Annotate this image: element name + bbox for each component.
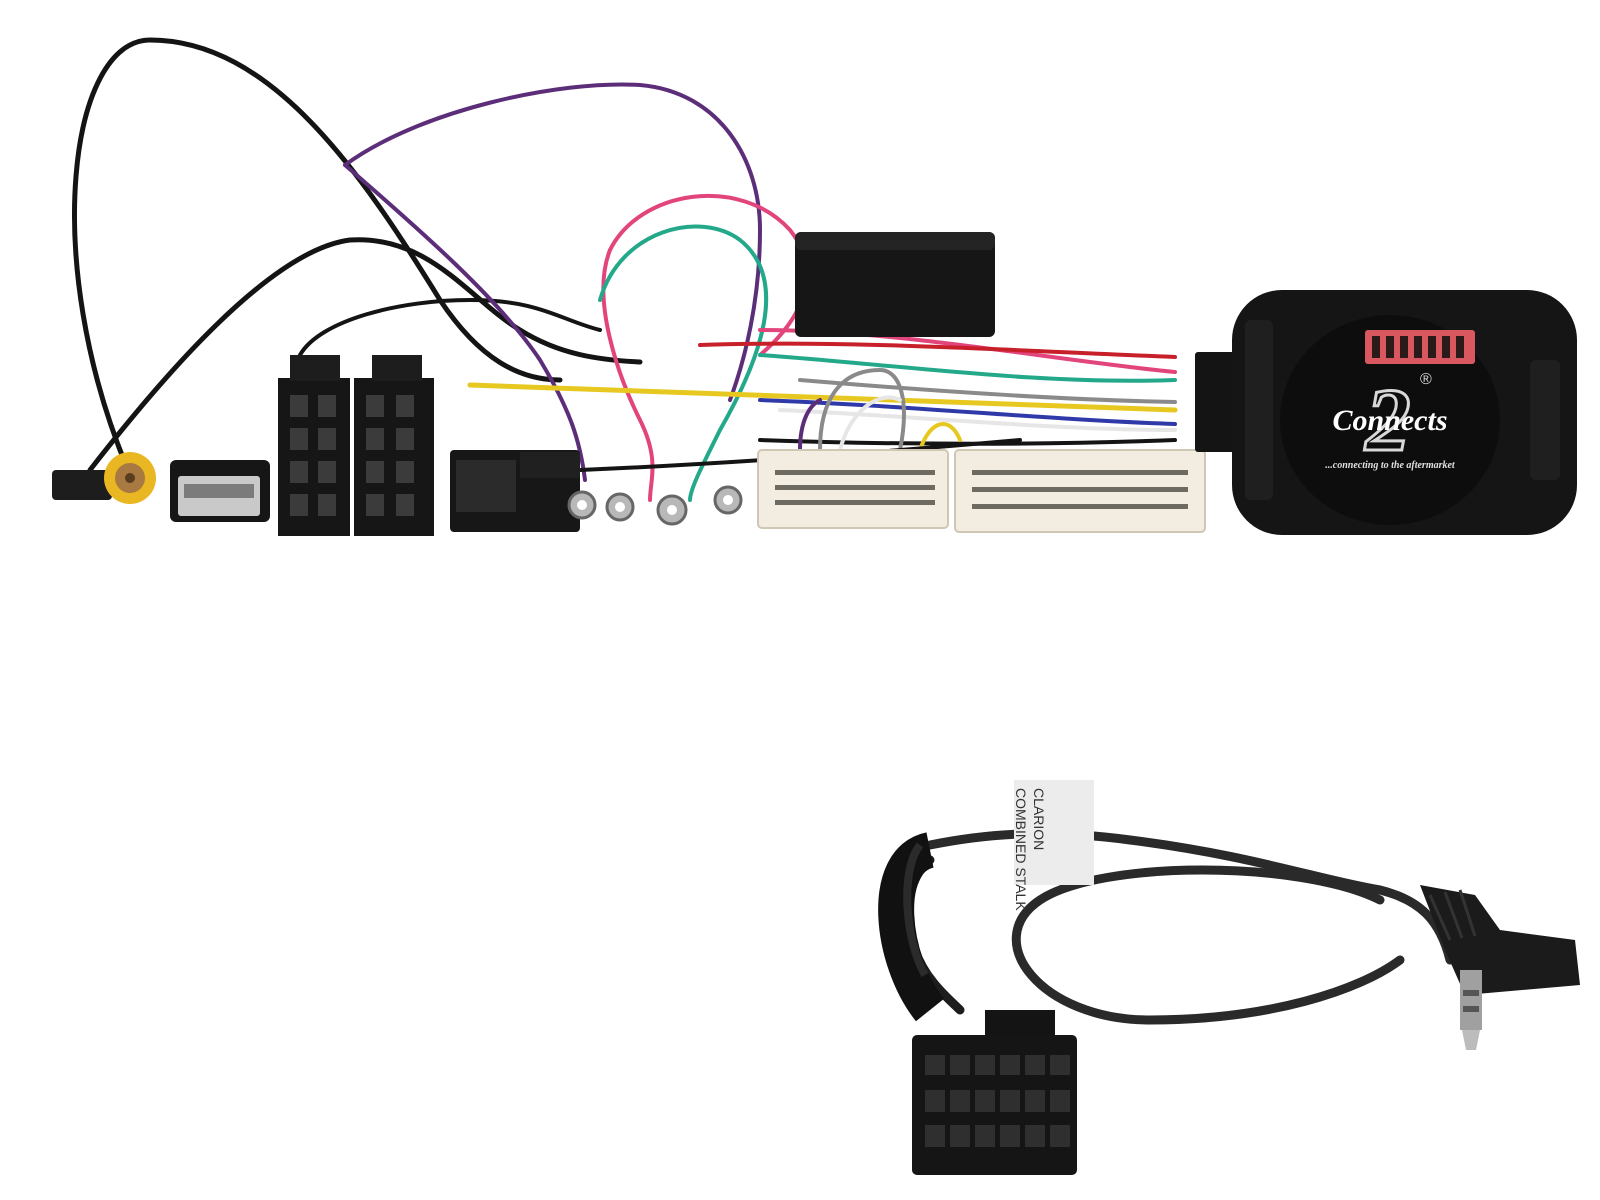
logo-script: Connects	[1332, 404, 1447, 437]
loom-gray	[798, 378, 1177, 404]
pink-wire-lead	[601, 248, 655, 502]
label-line1: CLARION	[1031, 788, 1047, 850]
usb-connector	[170, 460, 270, 522]
molex-plug	[912, 1010, 1077, 1175]
black-wire-loop-left	[72, 37, 563, 473]
cream-wire-gray	[818, 367, 906, 452]
black-plug-connector	[450, 450, 580, 532]
green-wire	[598, 224, 769, 502]
ring-terminal	[567, 490, 597, 520]
rca-connector	[52, 452, 156, 504]
patch-lead: CLARION COMBINED STALK	[878, 780, 1580, 1175]
iso-connector-right	[354, 355, 434, 536]
purple-wire-down	[343, 163, 587, 482]
cream-wire-yellow	[918, 422, 962, 452]
loom-yellow	[467, 382, 1178, 413]
purple-wire	[343, 82, 763, 402]
ring-terminal	[656, 494, 688, 526]
wire-bundle	[878, 832, 945, 1022]
jack-plug	[1420, 885, 1580, 1050]
pink-wire	[608, 193, 809, 357]
iso-connector-left	[278, 355, 350, 536]
loom-red	[698, 341, 1177, 359]
loom-green	[758, 353, 1177, 383]
black-wire-rca	[87, 237, 643, 473]
connects2-logo: 2 ® Connects ...connecting to the afterm…	[1325, 370, 1456, 472]
inline-box	[795, 232, 995, 337]
patch-lead-cable-loop	[1011, 865, 1405, 1025]
cream-wire-purple	[798, 398, 822, 452]
ring-terminal	[713, 485, 743, 515]
ring-terminal	[605, 492, 635, 522]
patch-lead-label: CLARION COMBINED STALK	[1013, 780, 1094, 911]
interface-module: 2 ® Connects ...connecting to the afterm…	[1195, 290, 1577, 535]
ring-terminals	[567, 485, 743, 526]
logo-tagline: ...connecting to the aftermarket	[1325, 460, 1456, 471]
logo-registered: ®	[1420, 371, 1432, 388]
cream-connector-large	[954, 449, 1206, 533]
wiring-harness	[72, 37, 1455, 1025]
cream-wire-white	[838, 395, 902, 452]
dip-switch	[1365, 330, 1475, 364]
black-wire-iso	[298, 297, 602, 357]
cream-connector-small	[757, 449, 949, 529]
label-line2: COMBINED STALK	[1013, 788, 1029, 911]
patch-lead-cable	[925, 829, 1455, 965]
loom-white	[778, 408, 1177, 432]
logo-numeral: 2	[1364, 371, 1411, 470]
